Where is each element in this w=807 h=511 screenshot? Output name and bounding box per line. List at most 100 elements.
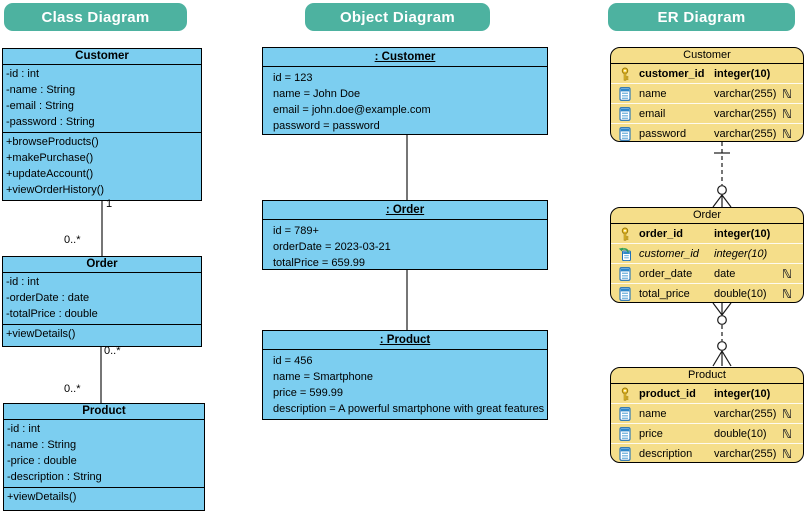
entity-name: Order	[611, 208, 803, 224]
class-node-order[interactable]: Order -id : int -orderDate : date -total…	[2, 256, 202, 347]
object-slot: password = password	[273, 120, 380, 132]
column-icon	[618, 406, 632, 421]
class-attribute: -id : int	[6, 276, 40, 288]
class-attribute: -orderDate : date	[6, 292, 90, 304]
nullable-icon: ℕ	[781, 266, 792, 281]
class-method: +browseProducts()	[6, 136, 99, 148]
entity-column-row: customer_id integer(10)	[611, 244, 803, 264]
entity-name: Customer	[611, 48, 803, 64]
object-node-order[interactable]: : Order id = 789+ orderDate = 2023-03-21…	[262, 200, 548, 270]
class-methods: +viewDetails()	[4, 487, 204, 510]
nullable-icon: ℕ	[781, 286, 792, 301]
object-slot: name = John Doe	[273, 88, 361, 100]
entity-column-row: email varchar(255) ℕ	[611, 104, 803, 124]
class-attribute: -name : String	[6, 84, 76, 96]
nullable-icon: ℕ	[781, 426, 792, 441]
er-connector-order-product	[712, 302, 732, 367]
object-slot: email = john.doe@example.com	[273, 104, 431, 116]
class-attribute: -id : int	[6, 68, 40, 80]
object-slots: id = 789+ orderDate = 2023-03-21 totalPr…	[263, 220, 547, 271]
class-attribute: -totalPrice : double	[6, 308, 98, 320]
nullable-icon: ℕ	[781, 126, 792, 141]
class-name: Product	[4, 404, 204, 420]
column-icon	[618, 426, 632, 441]
column-icon	[618, 106, 632, 121]
column-icon	[618, 286, 632, 301]
object-slot: totalPrice = 659.99	[273, 257, 366, 269]
zero-cardinality-circle	[717, 185, 727, 195]
class-attributes: -id : int -orderDate : date -totalPrice …	[3, 273, 201, 324]
class-method: +makePurchase()	[6, 152, 94, 164]
crowfoot-many-icon	[712, 194, 732, 208]
er-entity-customer[interactable]: Customer customer_id integer(10) name va…	[610, 47, 804, 142]
zero-cardinality-circle	[717, 315, 727, 325]
class-attributes: -id : int -name : String -email : String…	[3, 65, 201, 132]
er-entity-product[interactable]: Product product_id integer(10) name varc…	[610, 367, 804, 463]
class-attributes: -id : int -name : String -price : double…	[4, 420, 204, 487]
entity-column-row: price double(10) ℕ	[611, 424, 803, 444]
class-diagram-badge[interactable]: Class Diagram	[4, 3, 187, 31]
object-title: : Customer	[263, 48, 547, 67]
er-entity-order[interactable]: Order order_id integer(10) customer_id i…	[610, 207, 804, 303]
class-name: Order	[3, 257, 201, 273]
column-icon	[618, 126, 632, 141]
column-icon	[618, 446, 632, 461]
entity-column-row: product_id integer(10)	[611, 384, 803, 404]
object-diagram-badge[interactable]: Object Diagram	[305, 3, 490, 31]
object-slot: price = 599.99	[273, 387, 344, 399]
class-node-product[interactable]: Product -id : int -name : String -price …	[3, 403, 205, 511]
class-node-customer[interactable]: Customer -id : int -name : String -email…	[2, 48, 202, 201]
class-name: Customer	[3, 49, 201, 65]
crowfoot-many-icon	[712, 302, 732, 316]
nullable-icon: ℕ	[781, 106, 792, 121]
object-slots: id = 123 name = John Doe email = john.do…	[263, 67, 547, 134]
class-attribute: -password : String	[6, 116, 95, 128]
column-icon	[618, 266, 632, 281]
object-slot: description = A powerful smartphone with…	[273, 403, 545, 415]
object-title: : Order	[263, 201, 547, 220]
object-slot: orderDate = 2023-03-21	[273, 241, 391, 253]
object-node-customer[interactable]: : Customer id = 123 name = John Doe emai…	[262, 47, 548, 135]
er-connector-customer-order	[712, 142, 732, 208]
multiplicity-label: 1	[106, 198, 113, 210]
nullable-icon: ℕ	[781, 86, 792, 101]
nullable-icon: ℕ	[781, 446, 792, 461]
entity-column-row: description varchar(255) ℕ	[611, 444, 803, 462]
primary-key-icon	[618, 67, 632, 81]
entity-column-row: order_date date ℕ	[611, 264, 803, 284]
multiplicity-label: 0..*	[64, 234, 81, 246]
foreign-key-icon	[618, 247, 632, 261]
object-slot: id = 123	[273, 72, 313, 84]
object-title: : Product	[263, 331, 547, 350]
class-method: +updateAccount()	[6, 168, 94, 180]
class-attribute: -name : String	[7, 439, 77, 451]
multiplicity-label: 0..*	[64, 383, 81, 395]
object-slot: id = 456	[273, 355, 313, 367]
class-attribute: -email : String	[6, 100, 74, 112]
class-attribute: -price : double	[7, 455, 77, 467]
class-method: +viewDetails()	[7, 491, 77, 503]
object-node-product[interactable]: : Product id = 456 name = Smartphone pri…	[262, 330, 548, 420]
entity-column-row: password varchar(255) ℕ	[611, 124, 803, 141]
entity-column-row: total_price double(10) ℕ	[611, 284, 803, 302]
class-methods: +viewDetails()	[3, 324, 201, 346]
multiplicity-label: 0..*	[104, 345, 121, 357]
entity-name: Product	[611, 368, 803, 384]
primary-key-icon	[618, 387, 632, 401]
class-attribute: -description : String	[7, 471, 102, 483]
primary-key-icon	[618, 227, 632, 241]
crowfoot-many-icon	[712, 350, 732, 367]
entity-column-row: customer_id integer(10)	[611, 64, 803, 84]
er-diagram-badge[interactable]: ER Diagram	[608, 3, 795, 31]
class-method: +viewDetails()	[6, 328, 76, 340]
nullable-icon: ℕ	[781, 406, 792, 421]
entity-column-row: name varchar(255) ℕ	[611, 404, 803, 424]
column-icon	[618, 86, 632, 101]
object-slot: id = 789+	[273, 225, 319, 237]
object-slot: name = Smartphone	[273, 371, 373, 383]
class-methods: +browseProducts() +makePurchase() +updat…	[3, 132, 201, 200]
object-slots: id = 456 name = Smartphone price = 599.9…	[263, 350, 547, 417]
class-method: +viewOrderHistory()	[6, 184, 105, 196]
class-attribute: -id : int	[7, 423, 41, 435]
zero-cardinality-circle	[717, 341, 727, 351]
